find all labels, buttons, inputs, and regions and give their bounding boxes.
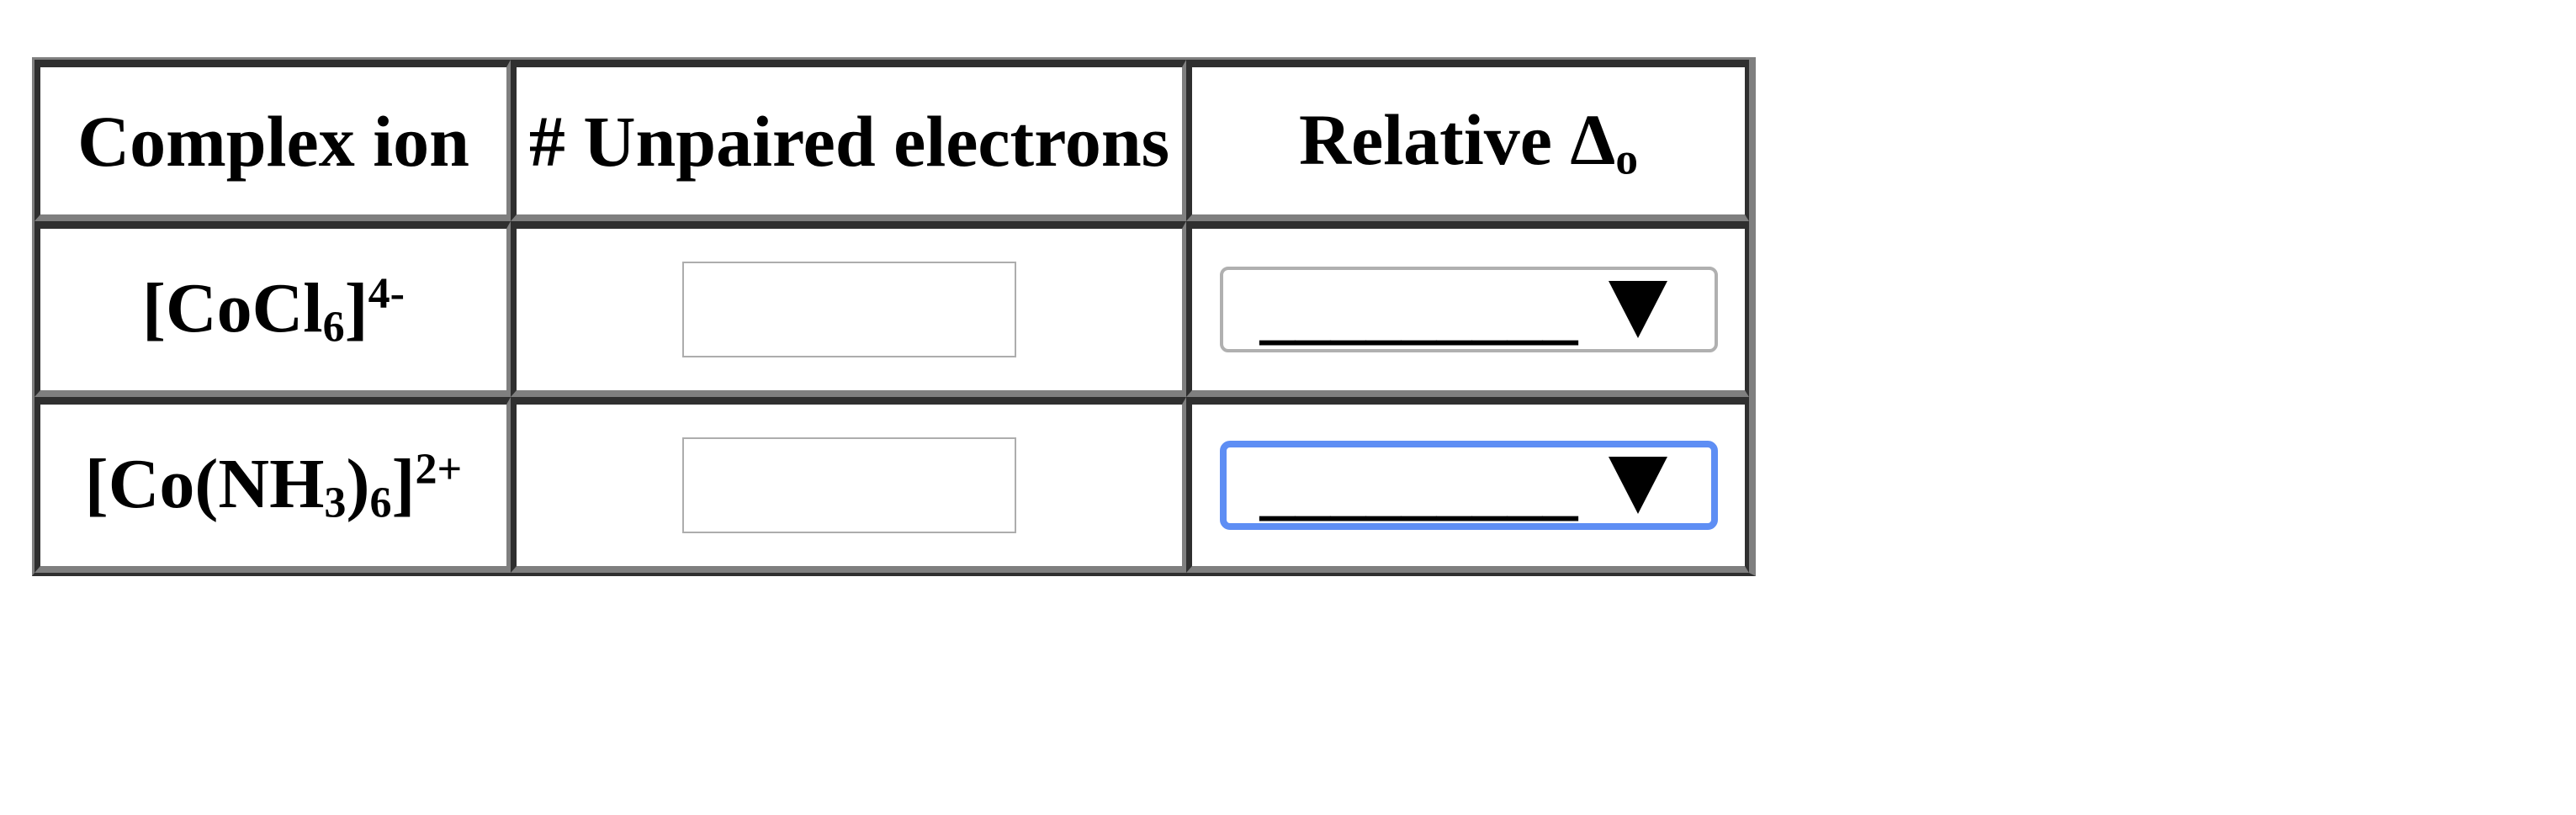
dropdown-arrow-icon: [1608, 281, 1667, 338]
relative-delta-select-focused[interactable]: _________: [1219, 441, 1718, 530]
header-complex-ion-label: Complex ion: [77, 100, 469, 182]
header-complex-ion: Complex ion: [34, 60, 511, 221]
header-row: Complex ion # Unpaired electrons Relativ…: [34, 60, 1749, 221]
select-blank-value: _________: [1259, 273, 1578, 352]
complex-ion-formula: [Co(NH3)6]2+: [84, 444, 463, 527]
complex-ion-table: Complex ion # Unpaired electrons Relativ…: [32, 57, 1756, 576]
unpaired-electrons-input[interactable]: [682, 262, 1016, 357]
complex-ion-formula-cell: [Co(NH3)6]2+: [34, 397, 511, 573]
unpaired-electrons-input[interactable]: [682, 437, 1016, 533]
complex-ion-formula: [CoCl6]4-: [141, 268, 405, 352]
table-row: [CoCl6]4- _________: [34, 221, 1749, 397]
unpaired-electrons-cell: [511, 221, 1186, 397]
relative-delta-cell: _________: [1186, 397, 1749, 573]
header-unpaired-electrons-label: # Unpaired electrons: [528, 100, 1170, 182]
select-blank-value: _________: [1259, 448, 1578, 527]
relative-delta-cell: _________: [1186, 221, 1749, 397]
table-row: [Co(NH3)6]2+ _________: [34, 397, 1749, 573]
header-relative-delta: Relative Δo: [1186, 60, 1749, 221]
dropdown-arrow-icon: [1608, 457, 1667, 514]
relative-delta-select[interactable]: _________: [1219, 267, 1718, 352]
header-relative-delta-label: Relative Δo: [1299, 98, 1638, 184]
header-unpaired-electrons: # Unpaired electrons: [511, 60, 1186, 221]
unpaired-electrons-cell: [511, 397, 1186, 573]
complex-ion-formula-cell: [CoCl6]4-: [34, 221, 511, 397]
